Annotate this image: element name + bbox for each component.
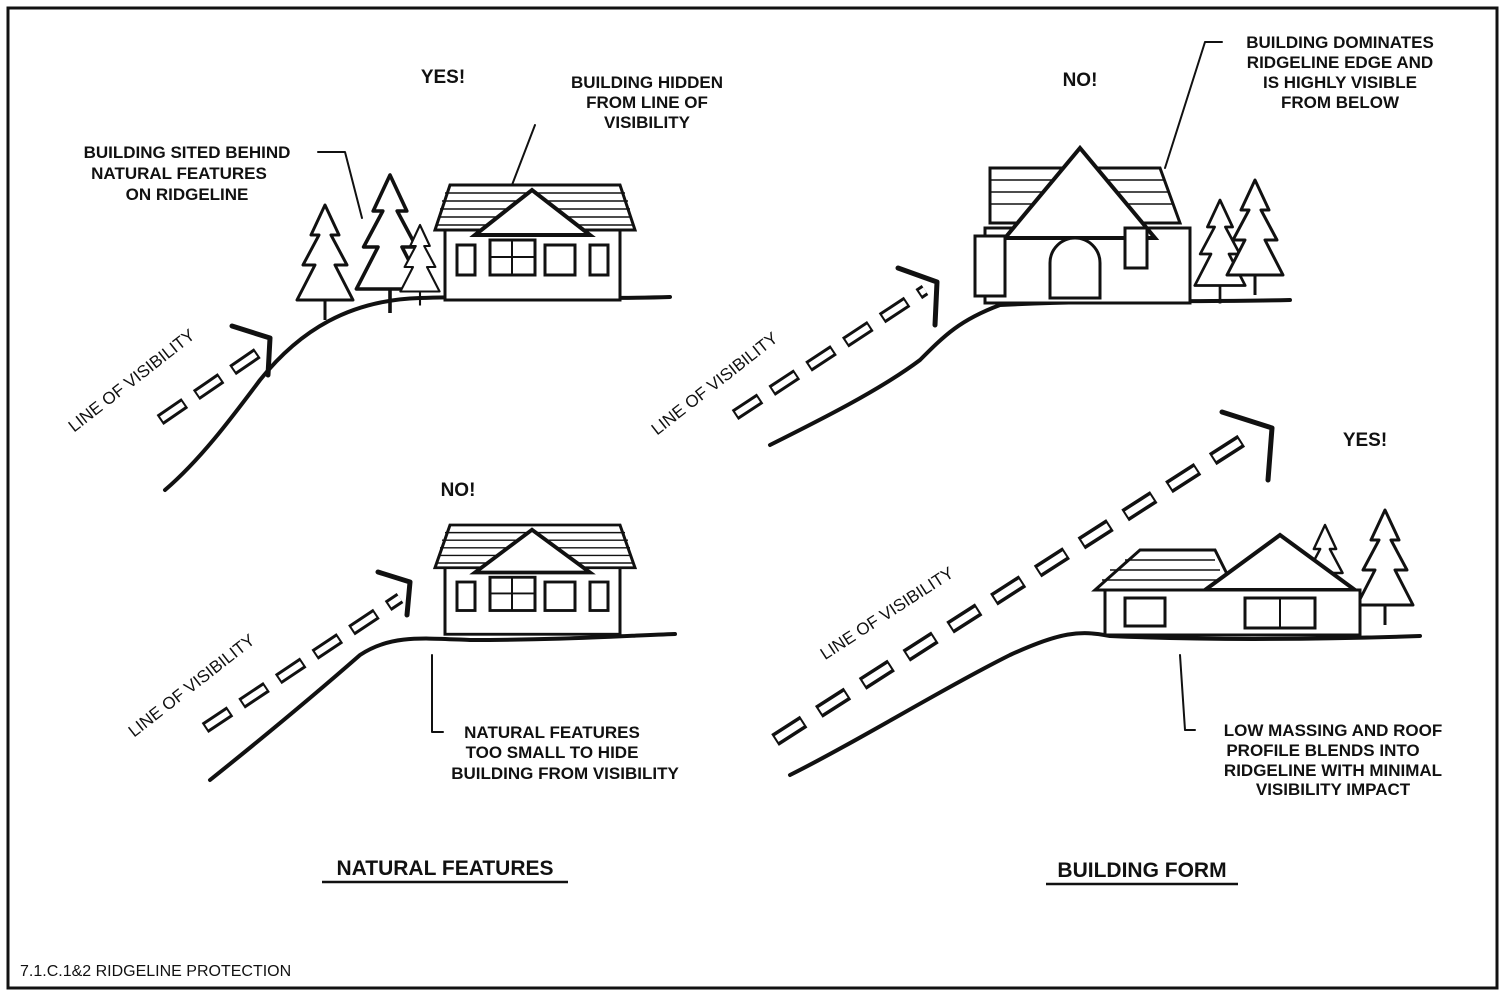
leader-line bbox=[1164, 41, 1223, 169]
house-hidden bbox=[433, 183, 637, 302]
verdict-yes: YES! bbox=[1343, 430, 1387, 451]
diagram-border bbox=[6, 6, 1499, 990]
note-line: TOO SMALL TO HIDE bbox=[466, 743, 639, 762]
house-exposed bbox=[433, 523, 637, 637]
note-line: RIDGELINE EDGE AND bbox=[1247, 53, 1433, 72]
panel-natural-yes: LINE OF VISIBILITY YES! BUILDING HIDDEN … bbox=[65, 67, 723, 492]
panel-natural-no: LINE OF VISIBILITY NO! NATURAL FEATURES … bbox=[125, 480, 680, 783]
note-line: NATURAL FEATURES bbox=[464, 723, 640, 742]
note-line: NATURAL FEATURES bbox=[91, 164, 267, 183]
line-of-visibility-arrow bbox=[771, 409, 1275, 746]
leader-line bbox=[1179, 654, 1196, 731]
note-line: PROFILE BLENDS INTO bbox=[1226, 741, 1419, 760]
leader-line bbox=[511, 124, 536, 186]
verdict-no: NO! bbox=[1063, 70, 1098, 91]
tree bbox=[1355, 508, 1415, 627]
line-of-visibility-label: LINE OF VISIBILITY bbox=[817, 563, 957, 663]
leader-line bbox=[431, 654, 444, 733]
verdict-yes: YES! bbox=[421, 67, 465, 88]
verdict-no: NO! bbox=[441, 480, 476, 501]
line-of-visibility-arrow bbox=[201, 569, 413, 733]
heading-building-form: BUILDING FORM bbox=[1057, 859, 1226, 882]
figure-caption: 7.1.C.1&2 RIDGELINE PROTECTION bbox=[20, 963, 291, 980]
note-line: BUILDING FROM VISIBILITY bbox=[451, 764, 679, 783]
note-line: FROM BELOW bbox=[1281, 93, 1400, 112]
note-line: BUILDING SITED BEHIND bbox=[84, 143, 291, 162]
line-of-visibility-label: LINE OF VISIBILITY bbox=[648, 328, 782, 438]
note-line: VISIBILITY bbox=[604, 113, 691, 132]
note-line: FROM LINE OF bbox=[586, 93, 708, 112]
panel-form-no: LINE OF VISIBILITY NO! BUILDING DOMINATE… bbox=[648, 33, 1434, 447]
ridgeline-slope bbox=[788, 631, 1422, 777]
tree bbox=[295, 203, 355, 322]
note-line: ON RIDGELINE bbox=[126, 185, 249, 204]
note-line: RIDGELINE WITH MINIMAL bbox=[1224, 761, 1442, 780]
panel-form-yes: LINE OF VISIBILITY YES! LOW MASSING AND … bbox=[771, 409, 1442, 799]
line-of-visibility-arrow bbox=[731, 265, 940, 421]
note-line: IS HIGHLY VISIBLE bbox=[1263, 73, 1417, 92]
ridgeline-slope bbox=[768, 298, 1292, 447]
ridgeline-slope bbox=[163, 295, 672, 492]
leader-line bbox=[317, 151, 363, 219]
ridgeline-slope bbox=[208, 632, 677, 782]
line-of-visibility-label: LINE OF VISIBILITY bbox=[65, 325, 199, 435]
note-line: BUILDING DOMINATES bbox=[1246, 33, 1434, 52]
line-of-visibility-arrow bbox=[156, 323, 273, 425]
house-tall bbox=[973, 144, 1192, 305]
line-of-visibility-label: LINE OF VISIBILITY bbox=[125, 630, 259, 740]
note-line: VISIBILITY IMPACT bbox=[1256, 780, 1411, 799]
heading-natural-features: NATURAL FEATURES bbox=[337, 857, 554, 880]
note-line: LOW MASSING AND ROOF bbox=[1224, 721, 1442, 740]
house-low bbox=[1091, 532, 1362, 637]
note-line: BUILDING HIDDEN bbox=[571, 73, 723, 92]
